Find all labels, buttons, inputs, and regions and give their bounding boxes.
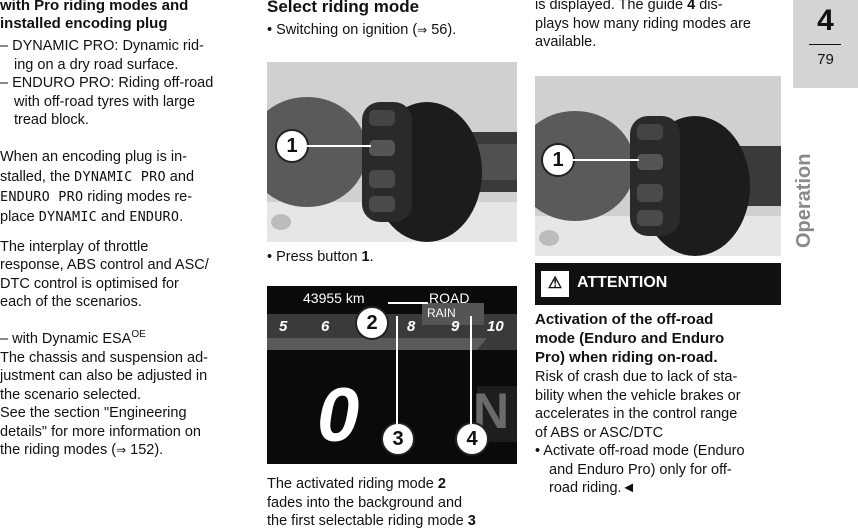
column-3-warning: Activation of the off-road mode (Enduro … [535, 310, 785, 498]
handlebar-illustration-2 [535, 76, 781, 256]
column-3: is displayed. The guide 4 dis- plays how… [535, 0, 785, 52]
callout-line [307, 145, 371, 147]
handlebar-photo: 1 [267, 62, 517, 242]
callout-line-2 [388, 302, 428, 304]
warning-body: Risk of crash due to lack of sta- bility… [535, 369, 741, 441]
warning-icon: ⚠ [541, 271, 569, 297]
paragraph-encoding-plug: When an encoding plug is in- stalled, th… [0, 148, 195, 225]
chapter-number: 4 [817, 4, 834, 37]
list-item: – DYNAMIC PRO: Dynamic rid- ing on a dry… [0, 38, 204, 73]
bullet-press-button: • Press button 1. [267, 249, 374, 265]
paragraph-interplay: The interplay of throttle response, ABS … [0, 238, 209, 311]
callout-3: 3 [381, 422, 415, 456]
callout-1: 1 [275, 129, 309, 163]
column-2: Select riding mode • Switching on igniti… [267, 0, 522, 40]
caption-riding-mode: The activated riding mode 2 fades into t… [267, 476, 476, 529]
column-2-caption: The activated riding mode 2 fades into t… [267, 475, 522, 531]
gear-indicator: 0 [317, 373, 360, 458]
attention-banner: ⚠ ATTENTION [535, 263, 781, 305]
dashboard-display: 43955 km ROAD RAIN 5 6 7 8 9 10 0 N 2 3 … [267, 286, 517, 464]
callout-line-4 [470, 316, 472, 424]
list-item: – ENDURO PRO: Riding off-road with off-r… [0, 75, 214, 128]
chapter-tab: 4 79 [793, 0, 858, 88]
paragraph-chassis: The chassis and suspension ad- justment … [0, 349, 208, 459]
page-ref-arrow-icon: ⇒ [116, 443, 127, 458]
column-1: with Pro riding modes and installed enco… [0, 0, 250, 460]
page-title: Select riding mode [267, 0, 420, 16]
odometer: 43955 km [303, 290, 365, 306]
handlebar-illustration [267, 62, 517, 242]
column-2-mid: • Press button 1. [267, 248, 522, 267]
callout-4: 4 [455, 422, 489, 456]
section-label: Operation [793, 153, 815, 248]
page-ref-arrow-icon: ⇒ [417, 23, 428, 37]
tab-divider [809, 44, 841, 45]
page-number: 79 [817, 51, 834, 68]
warning-bullet: • Activate off-road mode (Enduro and End… [535, 443, 745, 496]
paragraph-esa: – with Dynamic ESAOE [0, 328, 146, 347]
attention-label: ATTENTION [577, 274, 668, 291]
mode-road: ROAD [429, 290, 470, 306]
callout-1: 1 [541, 143, 575, 177]
warning-heading: Activation of the off-road mode (Enduro … [535, 311, 725, 366]
callout-line [573, 159, 639, 161]
mode-rain: RAIN [427, 306, 456, 320]
callout-line-3 [396, 316, 398, 424]
bullet-ignition: • Switching on ignition (⇒ 56). [267, 22, 457, 38]
handlebar-photo-2: 1 [535, 76, 781, 256]
section-heading: with Pro riding modes and installed enco… [0, 0, 189, 32]
paragraph-guide: is displayed. The guide 4 dis- plays how… [535, 0, 751, 50]
callout-2: 2 [355, 306, 389, 340]
